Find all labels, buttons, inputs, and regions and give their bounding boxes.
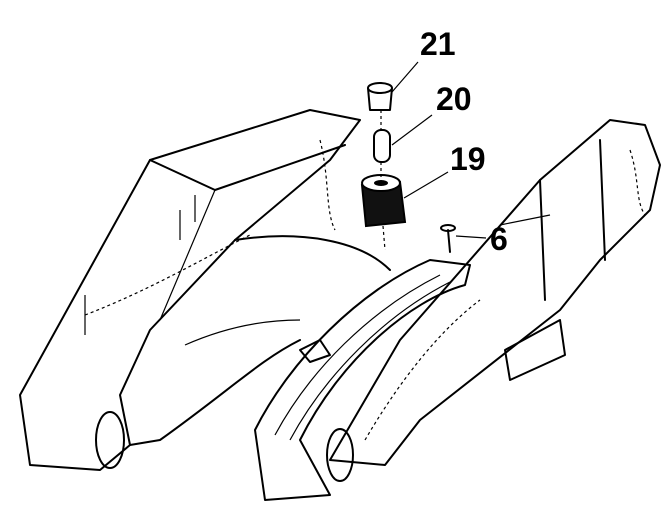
callout-19: 19 xyxy=(450,141,486,177)
right-swing-arm xyxy=(326,119,661,482)
leader-lines xyxy=(380,61,487,251)
curved-brace xyxy=(254,259,471,501)
callout-21: 21 xyxy=(420,26,456,62)
part-21-bolt xyxy=(367,82,393,111)
part-6-screw xyxy=(440,224,456,253)
left-swing-arm xyxy=(19,109,391,471)
part-20-sleeve xyxy=(373,129,391,163)
callout-6: 6 xyxy=(490,221,508,257)
callout-20: 20 xyxy=(436,81,472,117)
part-19-bushing xyxy=(360,174,407,228)
